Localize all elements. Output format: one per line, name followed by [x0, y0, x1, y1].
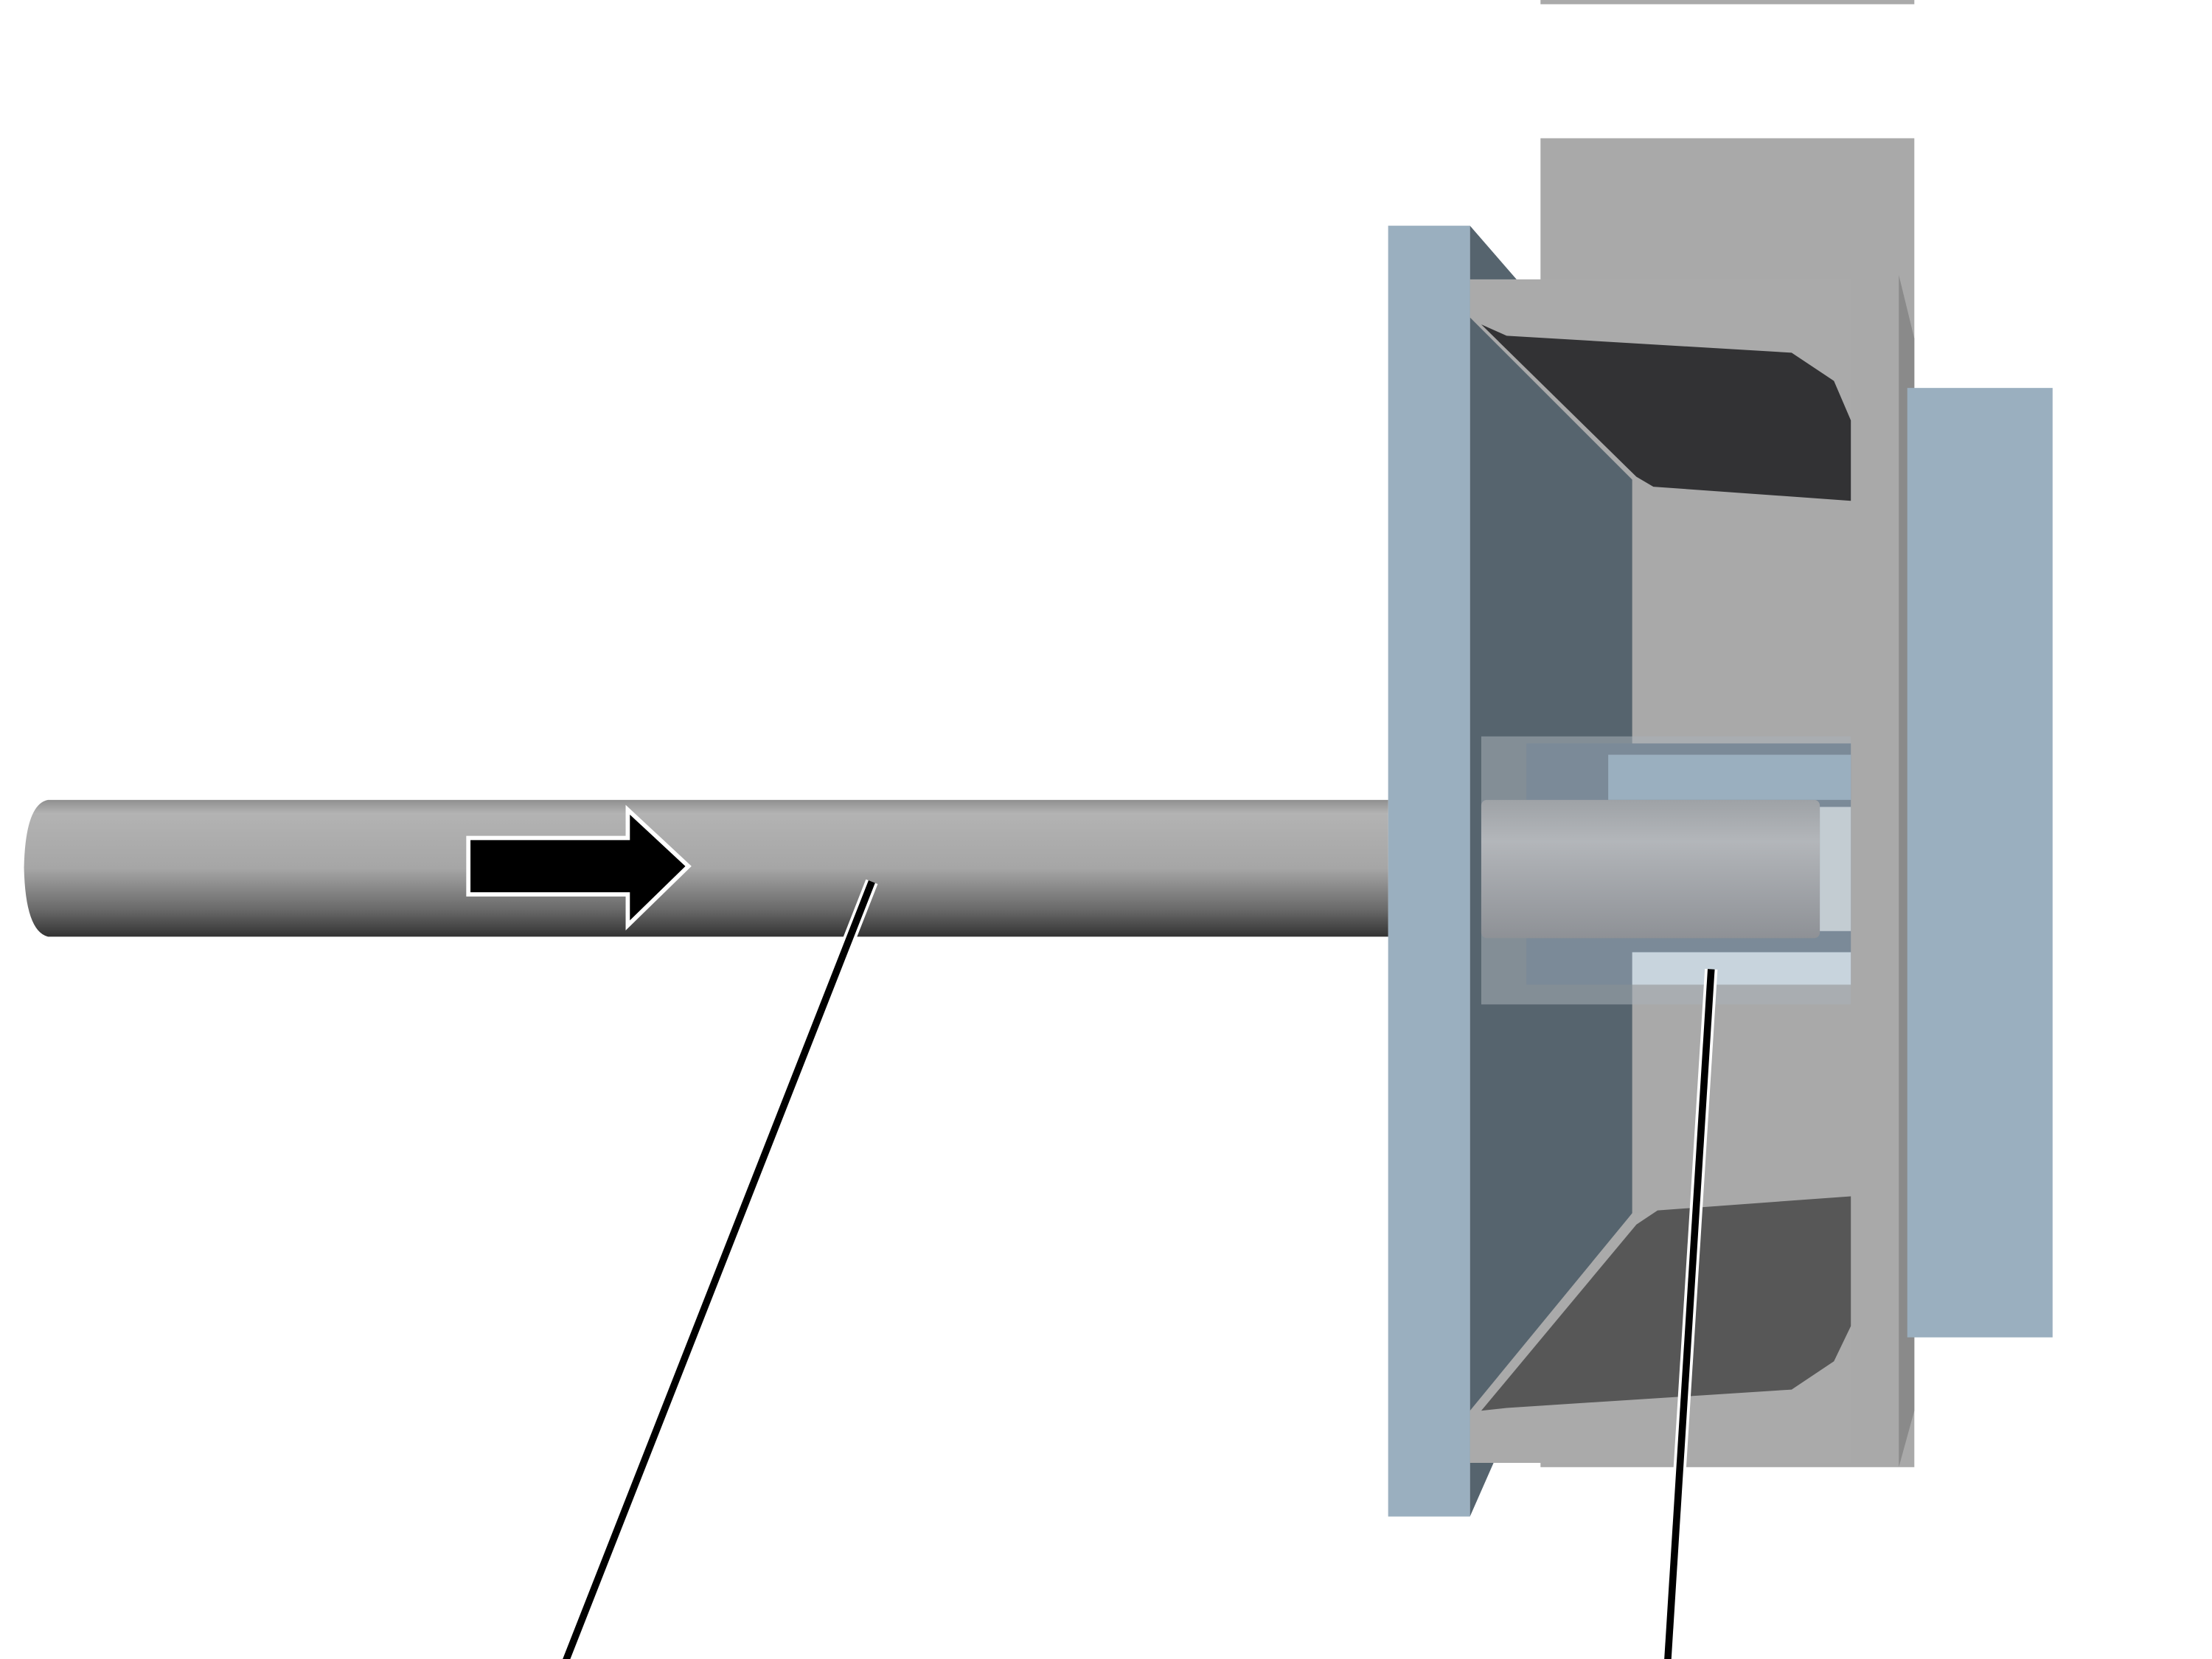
inner-shaft-collar: [1820, 807, 1851, 931]
direction-arrow-icon: [466, 804, 692, 931]
inner-shaft: [1481, 799, 1820, 939]
bearing-light-bottom: [1632, 952, 1851, 985]
leader-line-bearing: [1664, 969, 1715, 1659]
leader-line-shaft: [563, 880, 875, 1659]
bearing-light-top: [1608, 754, 1851, 800]
top-dark-wedge: [1481, 324, 1851, 501]
right-plate: [1907, 388, 2053, 1338]
main-shaft: [24, 799, 1388, 937]
top-gray-strip: [1540, 0, 1915, 4]
left-plate: [1388, 226, 1470, 1517]
bottom-dark-wedge: [1481, 1196, 1851, 1411]
